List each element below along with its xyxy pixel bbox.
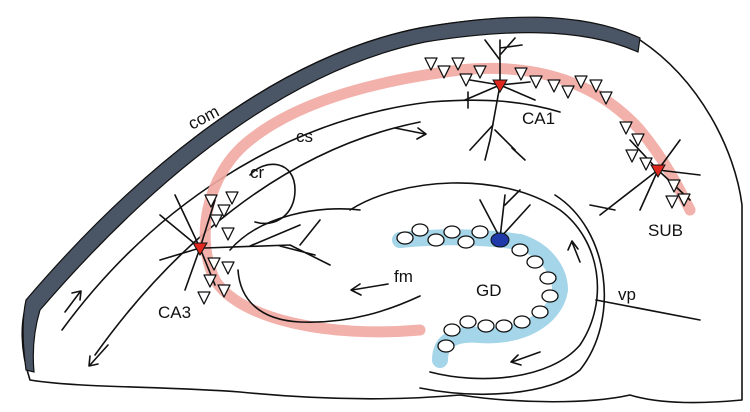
label-ca1: CA1 — [522, 109, 555, 128]
ca1-neuron — [465, 38, 535, 160]
label-sub: SUB — [648, 221, 683, 240]
label-fm: fm — [394, 267, 413, 286]
arrow-right-up — [568, 241, 580, 262]
inner-loop-top — [230, 209, 360, 250]
vp-line — [596, 300, 700, 320]
arrow-cs — [395, 128, 426, 139]
label-vp: vp — [618, 285, 636, 304]
label-gd: GD — [476, 281, 502, 300]
arrow-down-left — [89, 345, 108, 366]
fimbria-loop — [238, 270, 420, 322]
label-cr: cr — [250, 163, 265, 182]
ca3-neuron — [160, 195, 330, 290]
label-cs: cs — [296, 127, 313, 146]
arrow-bottom — [511, 352, 540, 365]
label-ca3: CA3 — [158, 303, 191, 322]
arrow-fm — [351, 284, 388, 295]
